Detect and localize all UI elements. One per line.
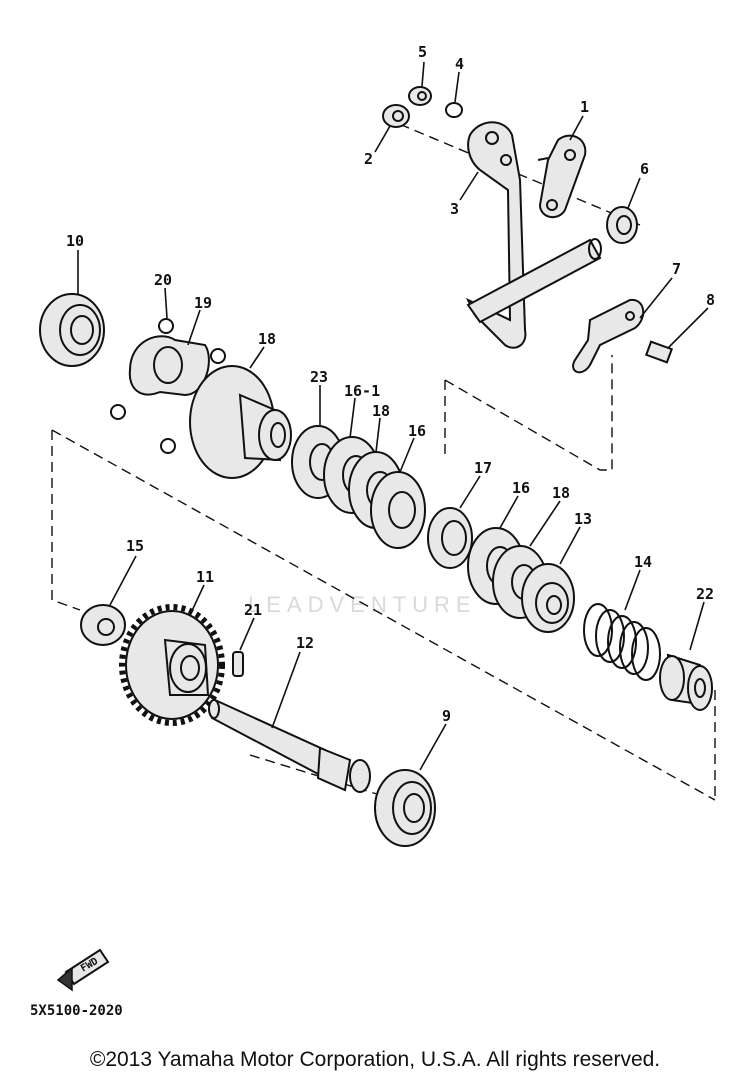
copyright-notice: ©2013 Yamaha Motor Corporation, U.S.A. A…	[89, 1048, 661, 1071]
part-19-pressure-plate	[189, 365, 292, 479]
callout-24: 23	[310, 368, 328, 386]
part-5-nut	[408, 86, 432, 106]
leader-lines	[77, 61, 709, 771]
part-13-spring-seat	[521, 563, 575, 633]
callout-23: 22	[696, 585, 714, 603]
part-20-shift-cam	[128, 335, 210, 397]
callout-16-1: 16-1	[344, 382, 380, 400]
part-21-balls	[110, 318, 226, 454]
callout-17: 17	[474, 459, 492, 477]
callout-19: 18	[258, 330, 276, 348]
part-2-nut	[382, 104, 410, 128]
part-4-washer	[445, 102, 463, 118]
part-1-plate	[537, 134, 587, 219]
part-12-shaft	[208, 698, 371, 793]
part-9-bearing	[374, 769, 436, 847]
callout-13: 13	[574, 510, 592, 528]
callout-11: 11	[196, 568, 214, 586]
callout-12: 12	[296, 634, 314, 652]
part-10-bearing	[39, 293, 105, 367]
part-23-collar	[659, 653, 713, 711]
callout-7: 7	[672, 260, 681, 278]
watermark-text: LEADVENTURE	[248, 592, 477, 617]
callout-1: 1	[580, 98, 589, 116]
callout-18-a: 18	[372, 402, 390, 420]
callout-18-b: 18	[552, 484, 570, 502]
part-11-gear	[119, 604, 225, 726]
part-7-lever	[572, 298, 645, 374]
part-8-bolt	[644, 340, 674, 364]
callout-3: 3	[450, 200, 459, 218]
callout-16-b: 16	[512, 479, 530, 497]
part-14-spring	[583, 603, 661, 681]
fwd-direction-icon: FWD	[56, 948, 110, 992]
shift-shaft	[466, 238, 602, 324]
callout-20: 19	[194, 294, 212, 312]
callout-labels: 5 4 1 2 3 6 7 8 10 20 19 18 23 16-1 18 1…	[66, 43, 715, 725]
callout-5: 5	[418, 43, 427, 61]
callout-22: 21	[244, 601, 262, 619]
callout-4: 4	[455, 55, 464, 73]
callout-16-a: 16	[408, 422, 426, 440]
part-16-plate-a	[370, 471, 426, 549]
callout-2: 2	[364, 150, 373, 168]
part-17-collar	[427, 507, 473, 569]
part-22-pin	[232, 651, 244, 677]
callout-8: 8	[706, 291, 715, 309]
callout-21: 20	[154, 271, 172, 289]
callout-15: 15	[126, 537, 144, 555]
callout-6: 6	[640, 160, 649, 178]
callout-14: 14	[634, 553, 652, 571]
callout-10: 10	[66, 232, 84, 250]
callout-9: 9	[442, 707, 451, 725]
part-15-washer	[80, 604, 126, 646]
part-6-oil-seal	[606, 206, 638, 244]
part-code: 5X5100-2020	[30, 1003, 123, 1019]
